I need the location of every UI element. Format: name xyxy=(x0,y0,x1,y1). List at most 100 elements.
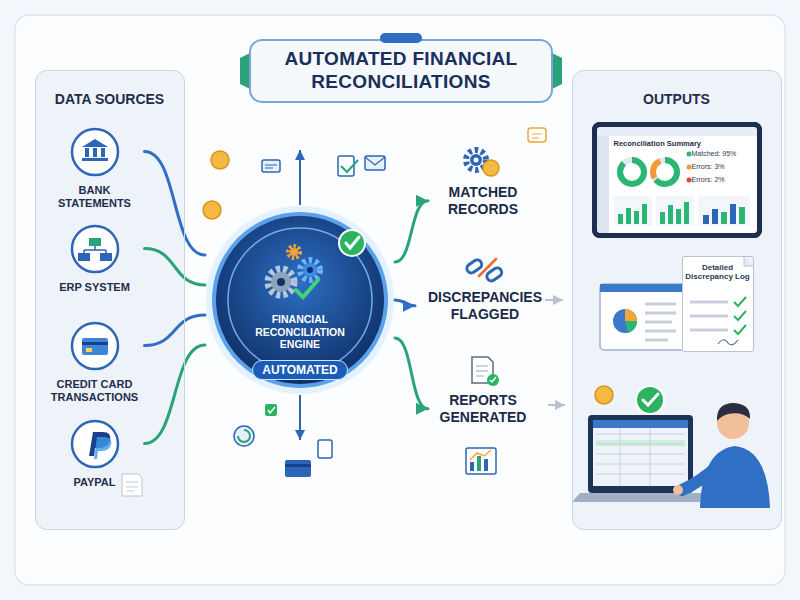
dashboard-tablet xyxy=(687,178,692,183)
output-icon xyxy=(466,448,496,474)
node-label: Matched: 95% xyxy=(692,150,737,157)
floating-icon xyxy=(365,156,385,170)
output-icon xyxy=(487,374,499,386)
source-icon xyxy=(82,158,108,161)
person-at-laptop xyxy=(572,386,770,508)
discrepancy-log xyxy=(718,340,738,345)
source-icon xyxy=(82,139,108,147)
engine-graphic xyxy=(268,269,294,295)
discrepancy-log xyxy=(690,302,728,330)
dashboard-tablet xyxy=(712,209,718,224)
engine-circle: FINANCIAL RECONCILIATION ENGINEAUTOMATED xyxy=(205,205,395,395)
discrepancy-log xyxy=(682,256,754,352)
output-step: DISCREPANCIES FLAGGED xyxy=(415,245,555,323)
source-icon xyxy=(101,148,105,157)
dashboard-tablet xyxy=(668,205,673,224)
person-at-laptop xyxy=(595,386,613,404)
dashboard-tablet xyxy=(656,196,694,226)
engine-graphic xyxy=(300,260,320,280)
engine-graphic xyxy=(206,150,394,440)
engine-graphic xyxy=(307,267,313,273)
title: AUTOMATED FINANCIAL RECONCILIATIONS xyxy=(250,40,552,102)
frame xyxy=(15,15,785,585)
floating-icon xyxy=(318,440,332,458)
title-banner xyxy=(240,33,562,102)
engine-graphic xyxy=(214,214,386,386)
flow-connector xyxy=(395,338,428,409)
flow-connector xyxy=(145,249,206,286)
floating-icon xyxy=(365,157,385,165)
node-label: Reconciliation Summary xyxy=(614,139,702,148)
dashboard-tablet xyxy=(642,204,647,224)
output-icon xyxy=(548,404,565,406)
person-at-laptop xyxy=(682,466,718,490)
discrepancy-log xyxy=(645,304,676,340)
engine-graphic xyxy=(206,206,394,394)
person-at-laptop xyxy=(596,440,685,446)
node-label: Errors: 3% xyxy=(692,163,725,170)
output-icon xyxy=(477,456,481,471)
node-label: DISCREPANCIES FLAGGED xyxy=(415,289,555,323)
node-label: REPORTS GENERATED xyxy=(428,392,538,426)
person-at-laptop xyxy=(636,386,664,414)
log-document: Detailed Discrepancy Log xyxy=(682,256,754,352)
flow-connector xyxy=(145,152,206,256)
engine-graphic xyxy=(296,280,318,297)
floating-icon xyxy=(341,160,358,172)
engine-graphic xyxy=(339,230,365,256)
engine-graphic xyxy=(271,272,291,292)
dashboard-tablet xyxy=(618,214,623,224)
dashboard-tablet xyxy=(721,212,727,224)
person-at-laptop xyxy=(593,420,688,486)
dashboard-tablet xyxy=(684,202,689,224)
node-label: Detailed Discrepancy Log xyxy=(683,263,753,281)
dashboard-tablet xyxy=(597,127,757,136)
node-label: FINANCIAL RECONCILIATION ENGINE xyxy=(240,313,360,351)
person-at-laptop xyxy=(643,394,658,405)
node-label: Errors: 2% xyxy=(692,176,725,183)
output-icon xyxy=(470,450,491,460)
output-icon xyxy=(470,462,474,471)
dashboard-tablet xyxy=(634,211,639,224)
source-icon xyxy=(100,253,112,261)
source-node: PAYPAL xyxy=(45,420,145,489)
floating-icon xyxy=(211,151,229,169)
source-icon xyxy=(94,437,111,459)
output-icon xyxy=(545,299,563,301)
node-label: PAYPAL xyxy=(45,476,145,489)
floating-icon xyxy=(265,404,277,416)
source-icon xyxy=(93,148,97,157)
discrepancy-log xyxy=(625,309,637,321)
frame xyxy=(35,70,185,530)
source-node: ERP SYSTEM xyxy=(45,225,145,294)
engine-graphic xyxy=(288,246,300,258)
title-banner xyxy=(380,33,422,43)
dashboard-tablet xyxy=(614,196,652,226)
output-icon xyxy=(479,259,496,276)
person-at-laptop xyxy=(673,485,683,495)
dashboard-tablet xyxy=(626,208,631,224)
source-icon xyxy=(72,323,118,369)
output-icon xyxy=(490,377,496,382)
dashboard-tablet xyxy=(660,212,665,224)
dashboard-tablet xyxy=(597,136,609,233)
flow-connector xyxy=(395,201,428,262)
source-icon xyxy=(86,348,92,352)
person-at-laptop xyxy=(588,415,693,493)
output-icon xyxy=(465,258,483,275)
source-icon xyxy=(126,482,138,491)
source-icon xyxy=(82,342,108,345)
dashboard-tablet xyxy=(703,215,709,224)
node-label: OUTPUTS xyxy=(573,91,780,107)
source-icon xyxy=(72,226,118,272)
node-label: DATA SOURCES xyxy=(36,91,183,107)
person-at-laptop xyxy=(596,428,685,486)
dashboard-tablet xyxy=(620,160,644,184)
source-icon xyxy=(85,148,89,157)
dashboard-tablet xyxy=(592,122,762,238)
dashboard-tablet xyxy=(653,160,677,184)
engine-graphic xyxy=(290,248,298,256)
source-icon xyxy=(72,421,118,467)
person-at-laptop xyxy=(593,420,688,428)
source-node: CREDIT CARD TRANSACTIONS xyxy=(45,322,145,404)
